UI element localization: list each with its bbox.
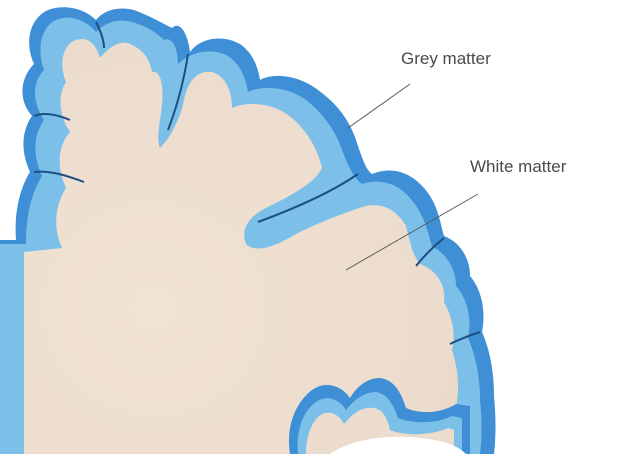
white-matter-leader-line: [345, 193, 479, 271]
sulcus-line-5: [257, 173, 359, 223]
bottom-gap: [330, 436, 466, 454]
white-matter-region: [24, 38, 459, 454]
sulcus-line-6: [415, 237, 445, 267]
sulcus-line-4: [167, 53, 189, 131]
grey-matter-leader-line: [347, 83, 411, 129]
sulcus-line-3: [95, 21, 105, 49]
sulcus-line-2: [33, 112, 71, 121]
white-matter-label: White matter: [470, 157, 567, 176]
grey-matter-label: Grey matter: [401, 49, 491, 68]
sulcus-line-1: [33, 170, 85, 183]
sulcus-line-7: [449, 331, 481, 345]
